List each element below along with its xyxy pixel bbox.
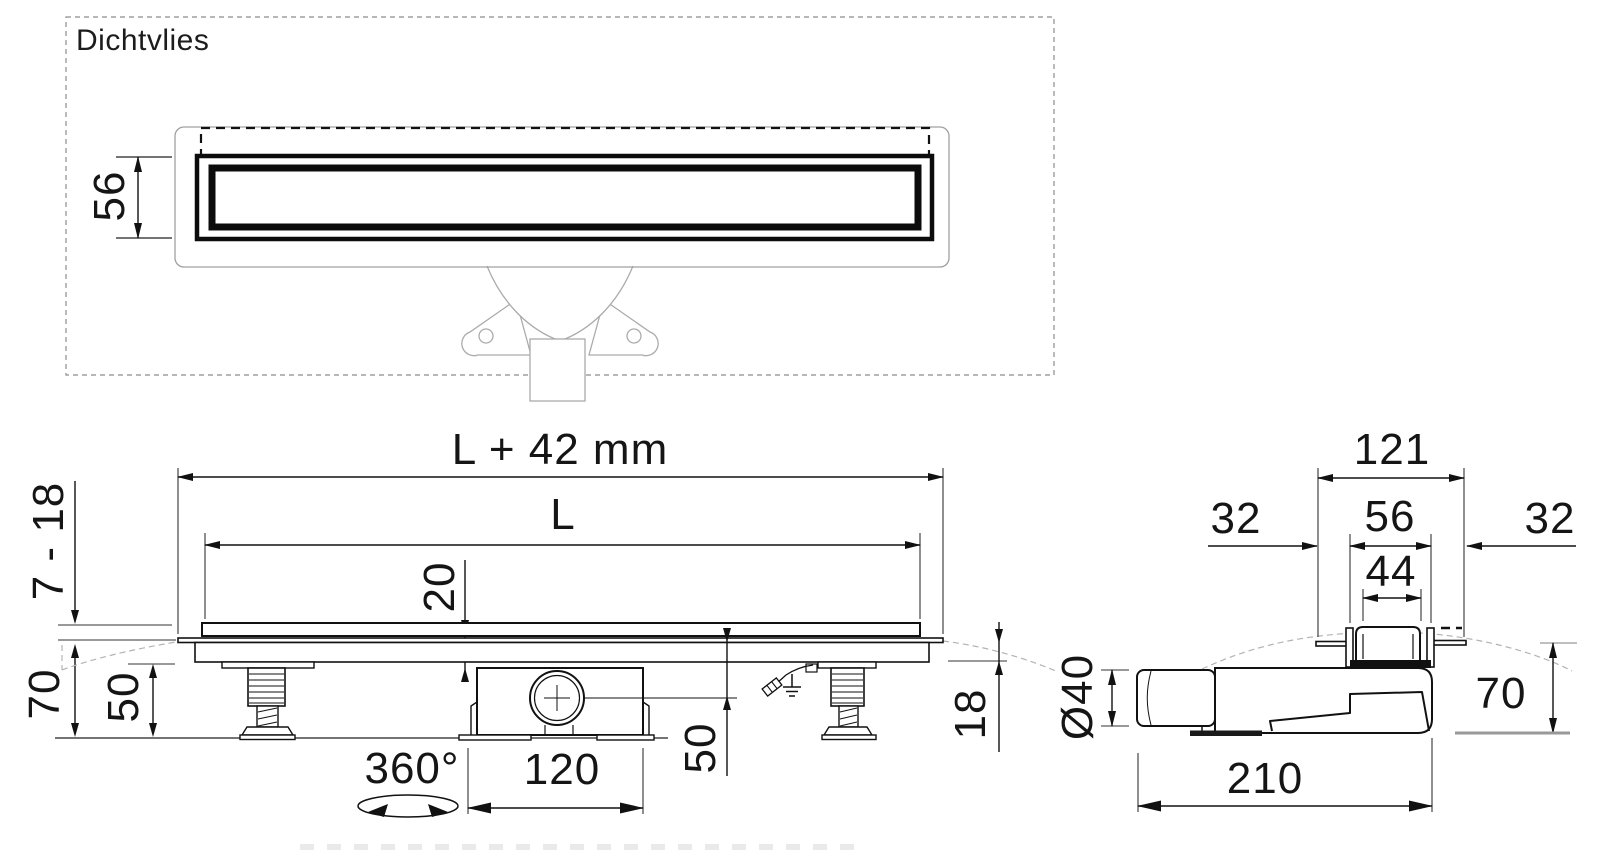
dim-label-70-end: 70 <box>1475 669 1527 718</box>
dim-label-56-top: 56 <box>85 170 134 222</box>
dim-20-arrow-up <box>461 668 469 682</box>
top-view <box>65 16 1055 402</box>
floor-curve-left <box>61 641 177 671</box>
pipe-cap-line <box>1146 670 1152 726</box>
dim-70-arrow-down <box>71 723 79 737</box>
side-view <box>55 468 1057 818</box>
dim-18-arrow-down <box>995 629 1003 643</box>
dim-label-50-left: 50 <box>99 671 148 723</box>
dim-label-70-left: 70 <box>20 668 69 720</box>
grate-plate <box>201 622 921 637</box>
dim-label-L42: L + 42 mm <box>451 425 669 474</box>
rotation-indicator <box>357 794 459 818</box>
siphon-housing <box>458 667 737 741</box>
dim-label-360: 360° <box>364 744 460 793</box>
grate-band <box>208 164 922 231</box>
dim-label-120: 120 <box>523 745 601 794</box>
base-strip <box>1190 730 1262 736</box>
dim-label-18: 18 <box>946 688 995 740</box>
channel-body <box>194 641 930 663</box>
dim-18-arrow-up <box>995 661 1003 675</box>
dim-70-arrow-up <box>71 644 79 658</box>
foot-left <box>221 661 315 741</box>
screw-hole-right <box>626 328 642 344</box>
earth-clip <box>805 663 818 673</box>
dim-50-left-arrow-up <box>149 664 157 678</box>
dim-label-210: 210 <box>1226 754 1304 803</box>
dim-label-44: 44 <box>1365 547 1417 596</box>
outlet-pipe-end <box>1136 669 1216 727</box>
dim-label-7-18: 7 - 18 <box>24 481 73 601</box>
channel-cross-section <box>1315 626 1467 668</box>
dim-label-50-right: 50 <box>676 722 725 774</box>
cropped-text-artifact <box>300 844 860 850</box>
foot-right <box>805 661 877 741</box>
trap-body <box>1214 667 1433 734</box>
dim-label-d40: Ø40 <box>1053 653 1102 741</box>
end-view <box>1101 468 1577 812</box>
dim-label-32-left: 32 <box>1210 494 1262 543</box>
earth-symbol <box>761 664 814 697</box>
dim-7-18-arrow <box>71 610 79 624</box>
dim-label-56-end: 56 <box>1364 492 1416 541</box>
dim-50-right-arrow-up <box>723 696 731 710</box>
fleece-dashed-edge <box>199 126 931 162</box>
dim-50-left-arrow-down <box>149 723 157 737</box>
dim-label-121: 121 <box>1353 425 1431 474</box>
dichtvlies-label: Dichtvlies <box>76 24 210 57</box>
screw-hole-left <box>478 328 494 344</box>
dim-56-lines <box>116 156 172 239</box>
dim-label-32-right: 32 <box>1524 494 1576 543</box>
end-extension-lines <box>1101 468 1465 812</box>
dim-label-L: L <box>550 490 576 539</box>
dim-50-right-arrow-down <box>723 628 731 642</box>
outlet-pipe-top <box>529 338 586 402</box>
drain-funnel <box>461 265 659 402</box>
dim-label-20: 20 <box>415 561 464 613</box>
floor-curve-right <box>942 640 1057 672</box>
water-seal-weir <box>1269 691 1430 732</box>
